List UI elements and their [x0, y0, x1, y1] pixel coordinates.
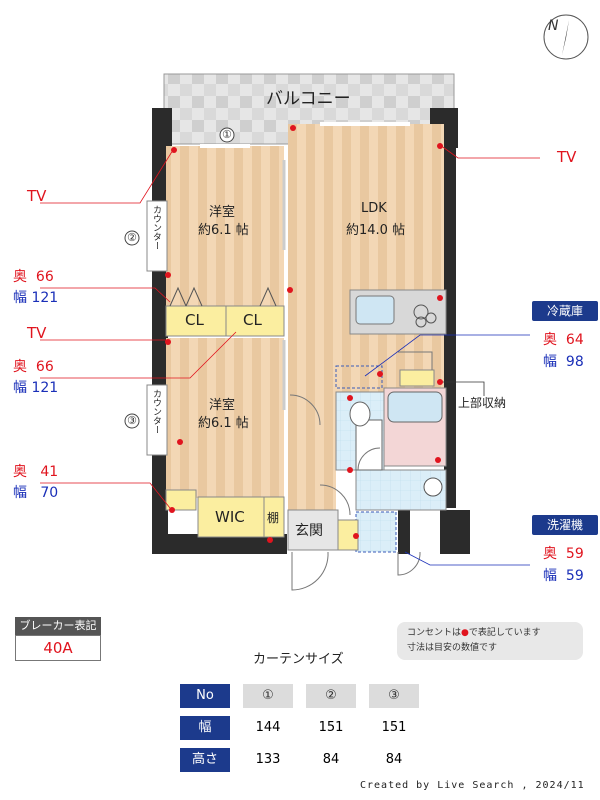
western-room-1 [166, 146, 284, 306]
credit-text: Created by Live Search , 2024/11 [360, 780, 585, 791]
curtain-header-cell: ② [306, 684, 356, 708]
washer-space [355, 511, 397, 553]
tv-label-1: TV [27, 187, 47, 205]
compass-icon [543, 14, 589, 60]
western-room-2-size: 約6.1 帖 [198, 416, 249, 431]
western-room-1-label: 洋室 [209, 205, 236, 220]
wic-label: WIC [215, 508, 245, 526]
counter-lower-label: カウンター [151, 389, 161, 434]
compass-north-label: N [548, 18, 559, 34]
walk-in-closet [197, 496, 265, 538]
closet-right [225, 305, 285, 337]
curtain-size-title: カーテンサイズ [253, 652, 344, 667]
breaker-label: ブレーカー表記 [15, 617, 101, 635]
entrance-area [287, 509, 339, 551]
curtain-header-cell: ① [243, 684, 293, 708]
fridge-space [335, 365, 383, 389]
washer-dimensions: 奥 59 幅 59 [543, 546, 584, 584]
balcony-label: バルコニー [266, 89, 351, 109]
closet-right-label: CL [243, 311, 262, 329]
dimension-1: 奥 66 幅 121 [13, 269, 59, 306]
tv-label-2: TV [557, 148, 577, 166]
shelf-label: 棚 [267, 511, 280, 525]
curtain-cell: 84 [322, 752, 340, 767]
closet-left-label: CL [185, 311, 204, 329]
curtain-cell: 151 [318, 720, 344, 735]
dimension-2: 奥 66 幅 121 [13, 359, 59, 396]
entrance-label: 玄関 [295, 523, 323, 539]
western-room-2 [166, 338, 284, 498]
curtain-cell: 151 [381, 720, 407, 735]
washer-tag: 洗濯機 [532, 515, 598, 535]
legend-note: コンセントは●で表記しています 寸法は目安の数値です [397, 622, 583, 660]
counter-upper-label: カウンター [151, 205, 161, 250]
curtain-header-cell: ③ [369, 684, 419, 708]
ldk-label: LDK [361, 201, 387, 216]
fridge-dimensions: 奥 64 幅 98 [543, 332, 584, 370]
western-room-1-size: 約6.1 帖 [198, 223, 249, 238]
dimension-3: 奥 41 幅 70 [13, 464, 59, 501]
upper-storage-label: 上部収納 [458, 396, 507, 410]
curtain-cell: 84 [385, 752, 403, 767]
tv-label-3: TV [27, 324, 47, 342]
window-number-1: ① [222, 128, 232, 141]
western-room-2-label: 洋室 [209, 398, 236, 413]
curtain-cell: 133 [255, 752, 281, 767]
breaker-value: 40A [15, 635, 101, 661]
window-number-3: ③ [127, 414, 137, 427]
curtain-cell: 高さ [180, 748, 230, 772]
window-number-2: ② [127, 231, 137, 244]
shelf [263, 496, 285, 538]
curtain-header-cell: No [180, 684, 230, 708]
curtain-cell: 144 [255, 720, 281, 735]
fridge-tag: 冷蔵庫 [532, 301, 598, 321]
curtain-cell: 幅 [180, 716, 230, 740]
ldk-size: 約14.0 帖 [346, 223, 406, 238]
